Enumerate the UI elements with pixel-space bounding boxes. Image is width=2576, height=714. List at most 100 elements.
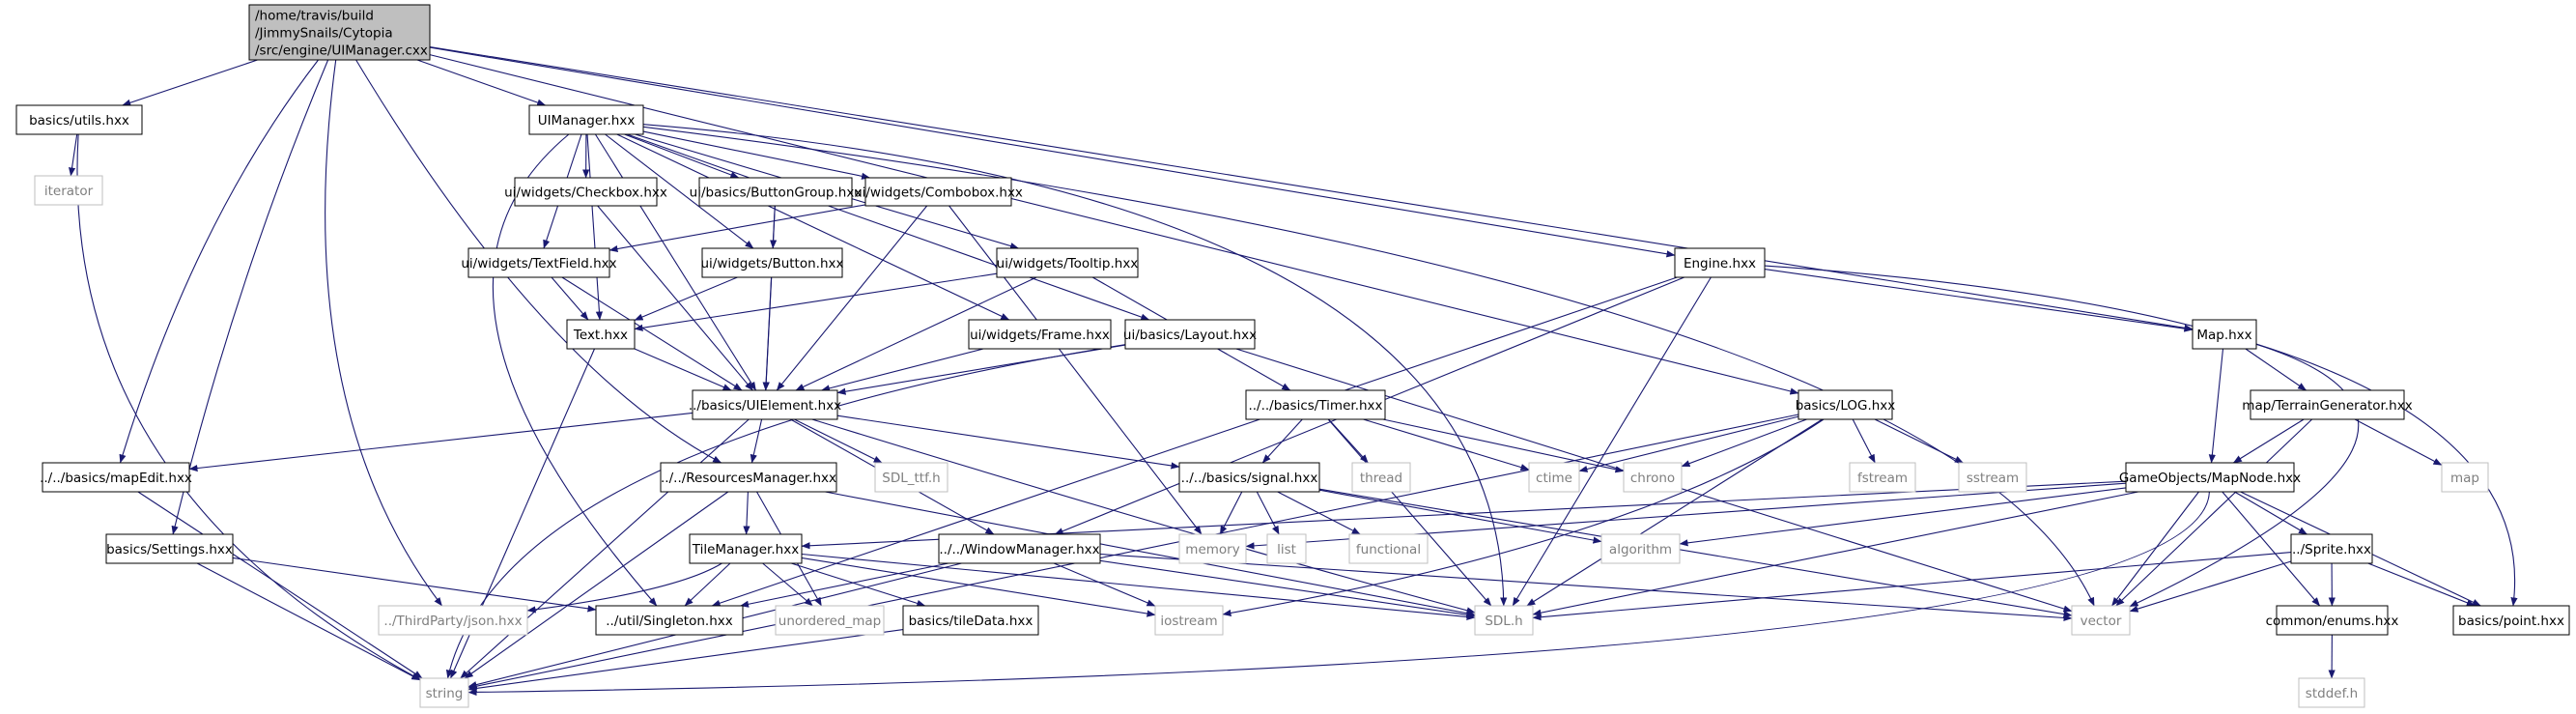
node-label: SDL.h — [1485, 614, 1522, 629]
node-mapEdit[interactable]: ../../basics/mapEdit.hxx — [40, 462, 192, 493]
node-btngroup[interactable]: ui/basics/ButtonGroup.hxx — [690, 177, 863, 207]
edge-sprite-to-sdlh — [1532, 552, 2292, 621]
edge-uimgr-to-text — [586, 133, 604, 321]
edge-signal-to-memory — [1219, 491, 1243, 535]
edge-tiledata-to-stringsys — [467, 629, 904, 692]
node-label: fstream — [1857, 471, 1908, 486]
node-label: ../../basics/Timer.hxx — [1248, 398, 1382, 414]
node-label: Map.hxx — [2196, 328, 2251, 343]
node-label: common/enums.hxx — [2266, 614, 2399, 629]
node-box — [595, 605, 744, 636]
node-button[interactable]: ui/widgets/Button.hxx — [700, 247, 844, 278]
node-box — [689, 533, 803, 564]
edge-uielement-to-sdlttf — [794, 418, 883, 464]
node-root[interactable]: /home/travis/build/JimmySnails/Cytopia/s… — [248, 4, 431, 61]
node-mapHxx[interactable]: Map.hxx — [2192, 319, 2257, 350]
node-iterator: iterator — [34, 175, 103, 206]
node-checkbox[interactable]: ui/widgets/Checkbox.hxx — [504, 177, 667, 207]
node-tiledata[interactable]: basics/tileData.hxx — [902, 605, 1039, 636]
node-fstream: fstream — [1849, 462, 1916, 493]
edge-tooltip-to-text — [634, 272, 998, 331]
node-box — [378, 605, 528, 636]
edge-engine-to-point — [1764, 265, 2518, 607]
node-sstream: sstream — [1958, 462, 2027, 493]
node-box — [698, 177, 853, 207]
node-box — [938, 533, 1101, 564]
node-mapnode[interactable]: GameObjects/MapNode.hxx — [2119, 462, 2301, 493]
node-label: ../../basics/mapEdit.hxx — [40, 471, 192, 486]
node-winmgr[interactable]: ../../WindowManager.hxx — [938, 533, 1101, 564]
edge-mapnode-to-vector — [2111, 491, 2199, 607]
edge-root-to-engine — [429, 46, 1676, 258]
edge-uielement-to-resmgr — [750, 418, 763, 464]
node-label: basics/LOG.hxx — [1796, 398, 1896, 414]
node-uimgr[interactable]: UIManager.hxx — [528, 104, 644, 135]
node-label: /src/engine/UIManager.cxx — [255, 43, 428, 59]
edge-button-to-text — [634, 276, 738, 321]
edge-uimgr-to-btngroup — [624, 133, 740, 179]
edge-timer-to-chrono — [1382, 418, 1625, 473]
node-stddef: stddef.h — [2298, 677, 2365, 708]
node-resmgr[interactable]: ../../ResourcesManager.hxx — [660, 462, 837, 493]
node-frame[interactable]: ui/widgets/Frame.hxx — [968, 319, 1112, 350]
node-layout[interactable]: ui/basics/Layout.hxx — [1123, 319, 1257, 350]
node-label: ui/widgets/Checkbox.hxx — [504, 186, 667, 201]
edge-resmgr-to-sdlh — [825, 491, 1476, 617]
node-box — [248, 4, 431, 61]
edge-tilemgr-to-iostream — [801, 557, 1156, 617]
node-singleton[interactable]: ../util/Singleton.hxx — [595, 605, 744, 636]
node-vector: vector — [2071, 605, 2131, 636]
node-box — [692, 389, 838, 420]
node-label: ui/widgets/Tooltip.hxx — [997, 256, 1139, 271]
node-thread: thread — [1351, 462, 1411, 493]
edge-button-to-uielement — [762, 276, 773, 391]
edge-root-to-resmgr — [355, 59, 722, 464]
node-tooltip[interactable]: ui/widgets/Tooltip.hxx — [996, 247, 1139, 278]
edge-winmgr-to-sdlh — [1099, 559, 1476, 618]
node-box — [701, 247, 843, 278]
node-utils[interactable]: basics/utils.hxx — [15, 104, 143, 135]
edge-resmgr-to-tilemgr — [743, 491, 750, 535]
node-label: stddef.h — [2306, 686, 2358, 701]
edge-resmgr-to-stringsys — [464, 491, 729, 679]
edge-engine-to-mapHxx — [1764, 269, 2194, 332]
node-box — [2452, 605, 2570, 636]
edge-root-to-utils — [122, 59, 258, 106]
node-textfield[interactable]: ui/widgets/TextField.hxx — [461, 247, 617, 278]
node-box — [1849, 462, 1916, 493]
node-label: GameObjects/MapNode.hxx — [2119, 471, 2301, 486]
node-list: list — [1266, 533, 1307, 564]
node-engine[interactable]: Engine.hxx — [1674, 247, 1766, 278]
node-settings[interactable]: basics/Settings.hxx — [105, 533, 234, 564]
node-combobox[interactable]: ui/widgets/Combobox.hxx — [854, 177, 1023, 207]
edge-terrain-to-vector — [2115, 418, 2313, 607]
node-label: basics/utils.hxx — [29, 113, 129, 129]
node-label: vector — [2081, 614, 2122, 629]
node-box — [2298, 677, 2365, 708]
edge-textfield-to-text — [551, 276, 589, 321]
node-enums[interactable]: common/enums.hxx — [2266, 605, 2399, 636]
node-uielement[interactable]: ../basics/UIElement.hxx — [689, 389, 841, 420]
edges-layer — [68, 45, 2518, 697]
node-text[interactable]: Text.hxx — [566, 319, 636, 350]
node-box — [2071, 605, 2131, 636]
edge-mapnode-to-sprite — [2234, 491, 2307, 535]
node-box — [2276, 605, 2389, 636]
edge-signal-to-vector — [1318, 488, 2073, 618]
node-timer[interactable]: ../../basics/Timer.hxx — [1245, 389, 1386, 420]
node-terrain[interactable]: map/TerrainGenerator.hxx — [2242, 389, 2413, 420]
node-point[interactable]: basics/point.hxx — [2452, 605, 2570, 636]
node-log[interactable]: basics/LOG.hxx — [1796, 389, 1896, 420]
node-sprite[interactable]: ../Sprite.hxx — [2290, 533, 2373, 564]
edge-uielement-to-mapEdit — [188, 412, 694, 472]
edge-mapHxx-to-mapnode — [2208, 348, 2224, 464]
edge-uielement-to-sdlh — [811, 418, 1476, 614]
node-tilemgr[interactable]: TileManager.hxx — [689, 533, 803, 564]
edge-root-to-uimgr — [416, 59, 547, 106]
edge-textfield-to-uielement — [561, 276, 743, 391]
node-algorithm: algorithm — [1600, 533, 1681, 564]
node-box — [2441, 462, 2489, 493]
node-box — [1674, 247, 1766, 278]
node-box — [1178, 462, 1320, 493]
node-signal[interactable]: ../../basics/signal.hxx — [1178, 462, 1320, 493]
